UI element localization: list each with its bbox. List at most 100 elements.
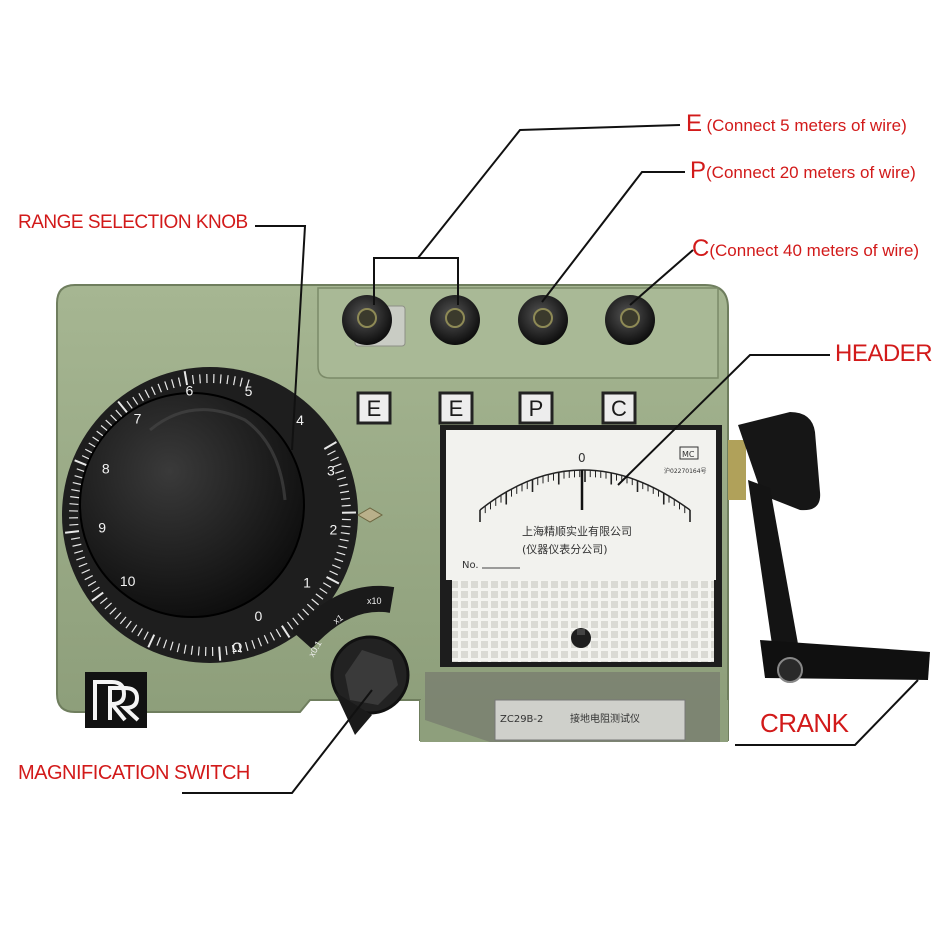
dial-tick (335, 469, 344, 474)
dial-tick (334, 558, 344, 563)
dial-tick (70, 537, 81, 540)
dial-tick (81, 568, 91, 574)
label-p: P(Connect 20 meters of wire) (690, 157, 916, 185)
terminal-plates: E E P C (356, 391, 637, 425)
meter-zero-label: 0 (578, 451, 586, 465)
label-magnification: MAGNIFICATION SWITCH (18, 762, 250, 784)
leader-line-header (617, 354, 830, 486)
dial-tick (341, 504, 351, 507)
dial-tick (138, 392, 144, 402)
dial-tick (330, 456, 339, 462)
dial-tick (281, 625, 291, 638)
dial-tick (244, 641, 249, 651)
dial-tick (109, 607, 117, 615)
dial-tick (69, 523, 79, 526)
terminal-plate-e2: E (449, 396, 464, 421)
label-p-letter: P (690, 157, 707, 184)
dial-tick (239, 377, 243, 387)
dial-tick (71, 488, 81, 492)
dial-tick (91, 586, 100, 593)
dial-tick (84, 575, 93, 581)
dial-tick (100, 425, 109, 432)
dial-tick (96, 430, 105, 437)
dial-tick (183, 371, 189, 386)
leader-bracket-e (373, 257, 459, 305)
dial-tick (323, 441, 337, 450)
dial-tick (115, 409, 123, 418)
dial-tick (336, 551, 346, 556)
dial-tick (74, 459, 88, 467)
dial-tick (114, 612, 122, 620)
dial-tick (302, 608, 310, 616)
dial-tick (164, 381, 169, 391)
dial-tick (74, 475, 84, 479)
dial-tick (327, 450, 336, 456)
label-e: E (Connect 5 meters of wire) (686, 110, 907, 138)
dial-tick (126, 400, 133, 409)
dial-number: 6 (186, 383, 194, 399)
label-e-desc: (Connect 5 meters of wire) (706, 116, 907, 135)
dial-number: 10 (120, 573, 136, 589)
dial-tick (105, 419, 113, 427)
dial-tick (315, 593, 324, 600)
crank-handle[interactable] (728, 412, 930, 683)
dial-tick (340, 532, 350, 535)
dial-tick (125, 620, 132, 629)
dial-tick (326, 576, 340, 585)
dial-scale-ticks (64, 371, 356, 661)
leader-line-p (541, 171, 685, 303)
dial-tick (91, 591, 104, 602)
dial-number: 8 (102, 461, 110, 477)
dial-number: 3 (327, 463, 335, 479)
terminal-posts (342, 295, 655, 347)
dial-tick (341, 525, 351, 528)
dial-tick (78, 562, 88, 568)
dial-tick (338, 483, 348, 487)
leader-line-c (629, 249, 694, 306)
dial-tick (297, 613, 305, 621)
dial-tick (341, 497, 351, 500)
terminal-post-e2[interactable] (430, 295, 480, 345)
dial-tick (292, 617, 299, 626)
leader-line-e (417, 124, 681, 259)
dial-tick (131, 624, 138, 633)
dial-tick (76, 468, 86, 473)
dial-tick (331, 564, 341, 569)
terminal-post-p[interactable] (518, 295, 568, 345)
dial-tick (319, 587, 328, 594)
dial-tick (286, 621, 294, 630)
dial-tick (143, 631, 149, 640)
nameplate: ZC29B-2 接地电阻测试仪 (425, 672, 720, 742)
dial-tick (156, 637, 161, 646)
dial-tick (176, 643, 180, 653)
dial-tick (104, 602, 112, 610)
dial-tick (163, 639, 168, 649)
dial-tick (332, 463, 342, 468)
dial-tick (72, 481, 82, 486)
label-c: C(Connect 40 meters of wire) (692, 235, 919, 263)
dial-tick (169, 641, 174, 651)
meter-cert-code: 沪02270164号 (664, 467, 707, 475)
label-c-letter: C (692, 235, 710, 262)
terminal-post-c[interactable] (605, 295, 655, 345)
terminal-post-e1[interactable] (342, 295, 392, 345)
dial-tick (99, 597, 108, 605)
dial-number: 0 (254, 608, 262, 624)
dial-tick (190, 645, 194, 655)
dial-tick (144, 389, 150, 399)
dial-tick (246, 379, 250, 389)
dial-tick (87, 580, 97, 587)
dial-tick (117, 400, 128, 414)
dial-tick (219, 374, 222, 384)
meter-maker-line1: 上海精顺实业有限公司 (522, 524, 632, 538)
dial-tick (177, 377, 182, 387)
switch-label-x10: x10 (367, 596, 382, 606)
dial-tick (263, 635, 269, 644)
leader-line-magnification (182, 689, 373, 794)
dial-tick (183, 644, 187, 654)
dial-tick (137, 628, 143, 637)
meter-header: 0 上海精顺实业有限公司 (仪器仪表分公司) No. MC 沪02270164号 (440, 425, 722, 667)
dial-tick (110, 414, 118, 422)
